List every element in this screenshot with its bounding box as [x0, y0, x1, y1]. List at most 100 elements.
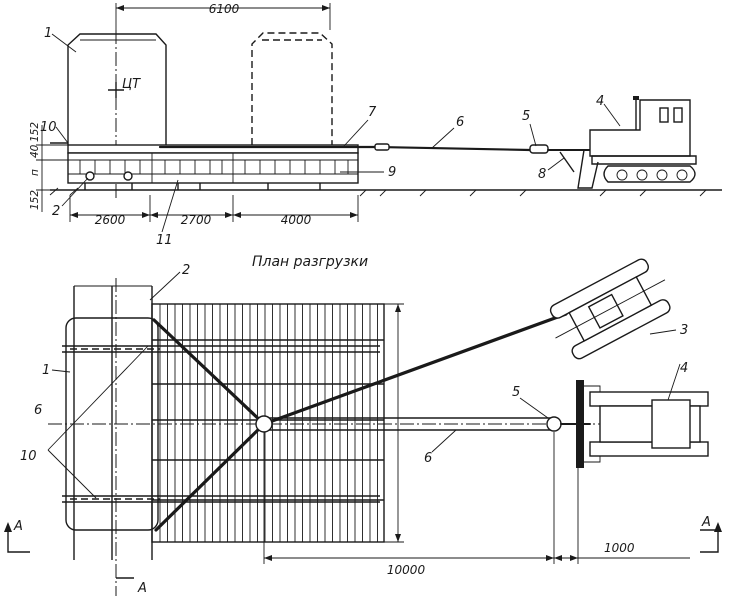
- cable-to-tractor-3: [262, 312, 568, 426]
- label-1-plan: 1: [42, 363, 50, 378]
- leader-2-plan: [149, 271, 181, 301]
- support-legs: [84, 183, 321, 190]
- slat-grid-frame: [151, 303, 385, 543]
- tractor-4-plan: [576, 380, 709, 468]
- label-5-plan: 5: [512, 385, 520, 400]
- dozer-blade-plan: [576, 380, 584, 468]
- cable-6: [376, 145, 532, 152]
- cable-6-plan: [264, 417, 556, 431]
- label-B-axis: 6: [34, 403, 42, 418]
- label-10-plan: 10: [20, 449, 37, 464]
- label-1-side: 1: [44, 26, 52, 41]
- plan-title: План разгрузки: [252, 254, 368, 270]
- tractor-frame: [591, 155, 697, 165]
- cable-8-down: [559, 151, 575, 173]
- cable-diagonal-lower: [154, 422, 266, 532]
- section-label-right: А: [701, 515, 711, 530]
- label-10-side: 10: [40, 120, 57, 135]
- tractor-3-plan: [549, 258, 671, 360]
- tractor-window: [659, 107, 669, 123]
- label-6-plan: 6: [424, 451, 432, 466]
- leader-10-plan: [47, 345, 149, 499]
- dozer-blade: [577, 149, 599, 189]
- leader-5-plan: [519, 397, 549, 419]
- leader-7: [343, 119, 369, 147]
- label-4-plan: 4: [680, 361, 688, 376]
- leader-8: [547, 157, 565, 171]
- leader-6-plan: [431, 429, 457, 453]
- block-hub: [255, 415, 273, 433]
- track-wheel: [636, 169, 648, 181]
- tractor-3-axis: [555, 279, 666, 339]
- platform-section-lines: [68, 153, 358, 183]
- leader-2: [61, 177, 89, 207]
- section-mark-right: [700, 529, 719, 553]
- container-dashed-position: [251, 32, 333, 145]
- dim-arrow: [264, 555, 578, 561]
- dim-arrow: [70, 212, 358, 218]
- platform-base: [67, 152, 359, 184]
- block-5-plan: [546, 416, 562, 432]
- track-wheel: [656, 169, 668, 181]
- dim-4000: 4000: [281, 213, 312, 227]
- leader-4-plan: [667, 363, 681, 401]
- ct-cross: [108, 82, 124, 98]
- side-view: 6100 ЦТ: [29, 2, 722, 248]
- tractor-4-frame: [584, 385, 601, 463]
- grid-height-dim: [384, 303, 404, 543]
- label-2-plan: 2: [182, 263, 190, 278]
- dim-n: п: [29, 169, 41, 176]
- leader-6-side: [431, 127, 455, 149]
- rail-10-dashes: [70, 348, 160, 500]
- block-5: [529, 144, 549, 154]
- leader-5-side: [529, 123, 537, 147]
- dim-6100: 6100: [209, 2, 240, 16]
- section-label-bottom: А: [137, 581, 147, 596]
- dim-1000: 1000: [604, 541, 635, 555]
- leader-10: [55, 126, 69, 144]
- dim-2700: 2700: [181, 213, 212, 227]
- plan-view: 3 1 2 6 10 6 5 4 10000 1000: [4, 258, 722, 596]
- section-arrow: [4, 522, 12, 532]
- leader-11: [161, 179, 179, 233]
- label-11: 11: [156, 233, 173, 248]
- leader-4-side: [603, 103, 621, 127]
- tractor-exhaust-cap: [633, 96, 639, 100]
- label-5-side: 5: [522, 109, 530, 124]
- label-6-side: 6: [456, 115, 464, 130]
- tractor-track: [603, 165, 696, 183]
- label-4-side: 4: [596, 94, 604, 109]
- track-wheel: [676, 169, 688, 181]
- vertical-dims: [36, 125, 68, 212]
- dim-152-b: 152: [29, 190, 41, 210]
- label-9: 9: [388, 165, 396, 180]
- ground-hatch: [49, 187, 707, 197]
- tractor-side: [577, 96, 697, 189]
- tractor-4-cab: [651, 399, 691, 449]
- support-roller: [123, 171, 133, 181]
- dim-152-a: 152: [29, 122, 41, 142]
- rail-band-2: [73, 286, 153, 560]
- dim-chain: [69, 195, 359, 222]
- leader-1-plan: [51, 369, 71, 373]
- label-ct: ЦТ: [122, 77, 141, 92]
- dim-40: 40: [29, 144, 41, 158]
- label-3: 3: [680, 323, 688, 338]
- container-1-solid: [67, 33, 167, 145]
- cable-diagonal-upper: [152, 318, 266, 426]
- rail-10-plan: [62, 345, 380, 503]
- label-2-side: 2: [52, 204, 60, 219]
- dim-line-6100: [115, 3, 331, 30]
- label-7: 7: [368, 105, 377, 120]
- leader-1: [51, 33, 77, 53]
- shackle-link: [374, 143, 390, 151]
- track-wheel: [616, 169, 628, 181]
- label-8: 8: [538, 167, 546, 182]
- section-mark-left: [7, 530, 30, 553]
- dim-10000: 10000: [387, 563, 426, 577]
- dim-10000-line: [263, 432, 690, 564]
- section-label-left: А: [13, 519, 23, 534]
- leader-3: [649, 329, 677, 335]
- tractor-window: [673, 107, 683, 123]
